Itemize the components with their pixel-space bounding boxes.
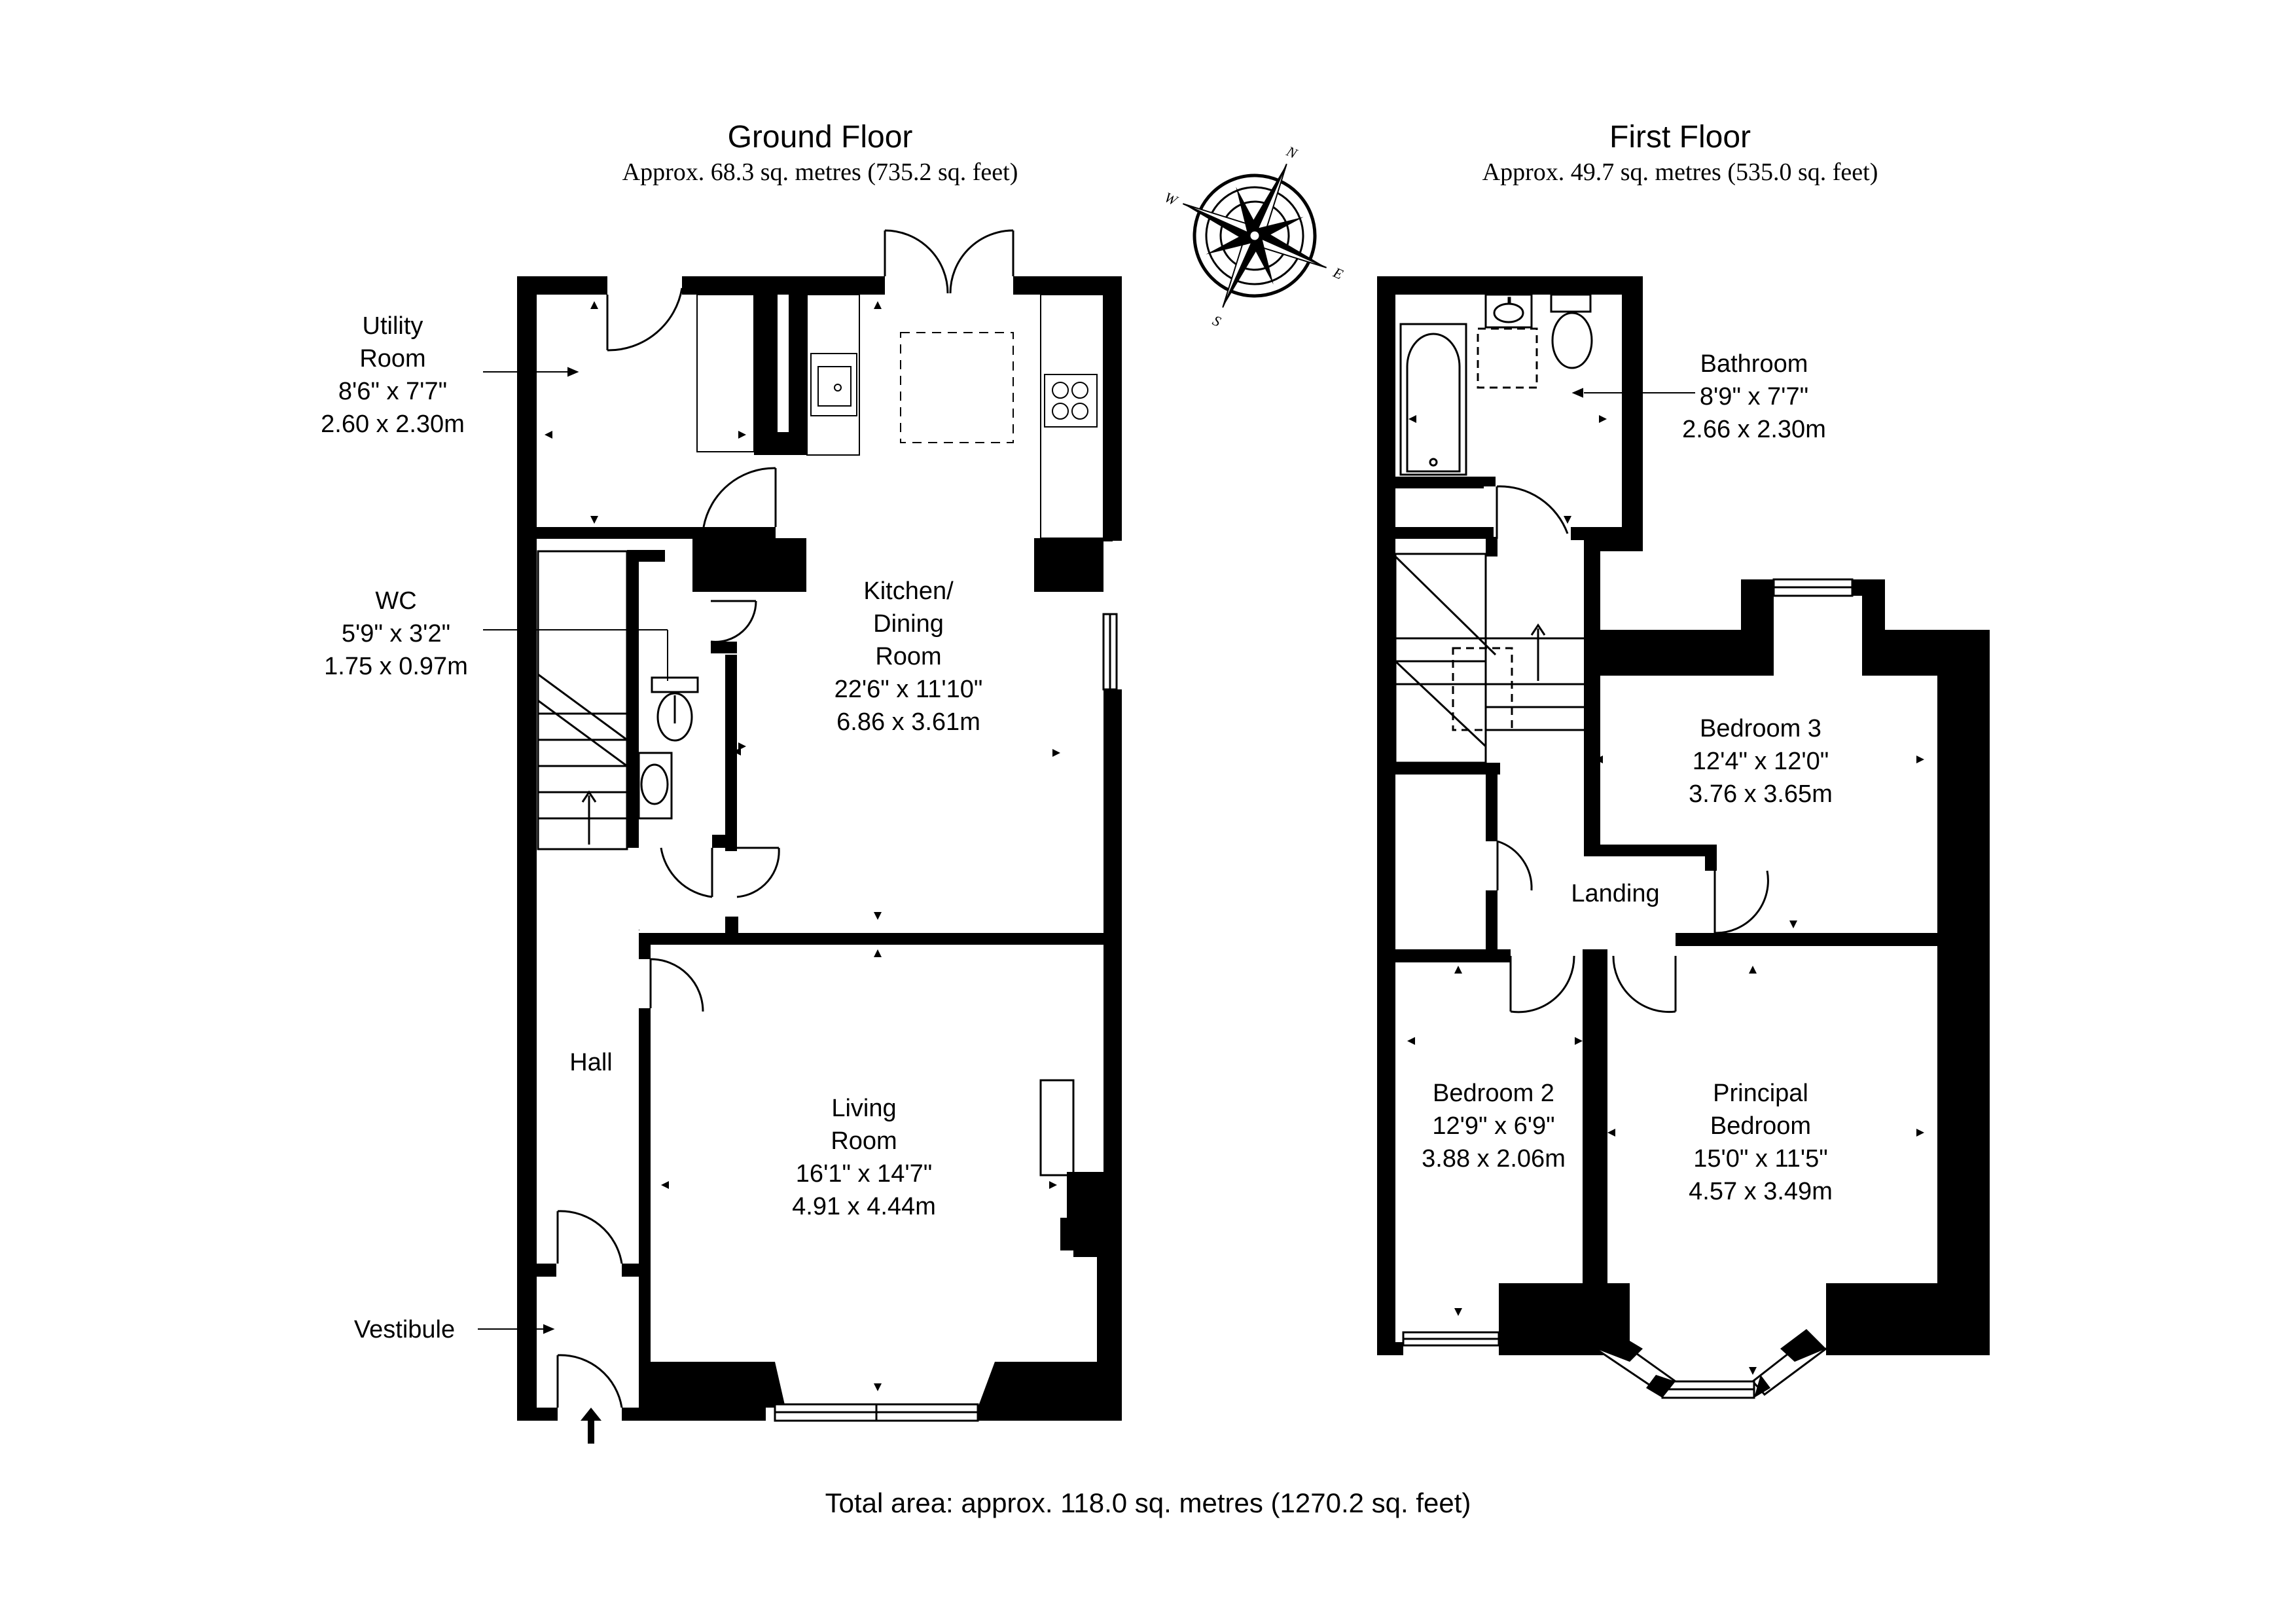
- wc-fixtures: [637, 676, 699, 820]
- total-area: Total area: approx. 118.0 sq. metres (12…: [825, 1487, 1471, 1518]
- living-name-1: Living: [831, 1095, 896, 1122]
- bay-wall-pieces: [1596, 1329, 1826, 1398]
- landing-name: Landing: [1571, 880, 1659, 907]
- kitchen-side-window: [1102, 613, 1118, 691]
- bedroom3-name: Bedroom 3: [1700, 715, 1821, 742]
- bedroom2-imperial: 12'9" x 6'9": [1432, 1112, 1554, 1140]
- ground-leader-lines: [478, 367, 668, 1334]
- ground-labels: Utility Room 8'6" x 7'7" 2.60 x 2.30m WC…: [321, 312, 982, 1343]
- bathroom-name: Bathroom: [1700, 350, 1808, 378]
- ground-floor-walls: [517, 276, 1122, 1421]
- bedroom3-imperial: 12'4" x 12'0": [1693, 748, 1829, 775]
- principal-name-2: Bedroom: [1710, 1112, 1811, 1140]
- ground-dimension-arrows: [545, 301, 1060, 1391]
- bathroom-metric: 2.66 x 2.30m: [1682, 416, 1826, 443]
- first-floor-walls: [1377, 276, 1990, 1355]
- kitchen-name-1: Kitchen/: [863, 577, 954, 605]
- living-imperial: 16'1" x 14'7": [796, 1160, 932, 1188]
- wc-metric: 1.75 x 0.97m: [324, 653, 468, 680]
- utility-kitchen-door: [702, 467, 777, 528]
- bedroom3-metric: 3.76 x 3.65m: [1689, 780, 1833, 808]
- wc-imperial: 5'9" x 3'2": [342, 620, 450, 647]
- french-doors: [884, 229, 1014, 294]
- wc-door: [660, 847, 780, 898]
- living-name-2: Room: [831, 1127, 897, 1155]
- living-bay-window: [774, 1403, 979, 1422]
- compass-rose-icon: N S E W: [1162, 143, 1346, 330]
- entrance-arrow-icon: [581, 1408, 601, 1444]
- utility-imperial: 8'6" x 7'7": [338, 378, 447, 405]
- ground-floor-title: Ground Floor: [728, 120, 913, 155]
- utility-name-2: Room: [359, 345, 425, 373]
- kitchen-name-2: Dining: [873, 610, 944, 638]
- principal-imperial: 15'0" x 11'5": [1693, 1145, 1828, 1173]
- compass-w: W: [1162, 189, 1180, 209]
- first-dimension-arrows: [1407, 415, 1924, 1375]
- first-leader-lines: [1571, 388, 1695, 398]
- first-floor-title: First Floor: [1609, 120, 1751, 155]
- first-stairs: [1394, 553, 1584, 764]
- vestibule-name: Vestibule: [354, 1316, 455, 1343]
- ground-floor-area: Approx. 68.3 sq. metres (735.2 sq. feet): [622, 158, 1018, 186]
- utility-name-1: Utility: [363, 312, 423, 340]
- compass-n: N: [1283, 143, 1300, 162]
- principal-metric: 4.57 x 3.49m: [1689, 1178, 1833, 1205]
- living-metric: 4.91 x 4.44m: [792, 1193, 936, 1220]
- wc-name: WC: [375, 587, 416, 615]
- principal-bay-window: [1402, 578, 1854, 1399]
- bedroom2-metric: 3.88 x 2.06m: [1422, 1145, 1566, 1173]
- first-floor-doors: [1496, 485, 1769, 1013]
- principal-name-1: Principal: [1713, 1080, 1808, 1107]
- bedroom2-name: Bedroom 2: [1433, 1080, 1554, 1107]
- kitchen-name-3: Room: [875, 643, 941, 670]
- compass-e: E: [1331, 264, 1346, 283]
- living-fireplace: [1039, 1079, 1075, 1176]
- hall-name: Hall: [569, 1049, 612, 1076]
- bathroom-imperial: 8'9" x 7'7": [1700, 383, 1808, 410]
- vestibule-doors: [556, 1210, 623, 1408]
- bathroom-fixtures: [1399, 293, 1593, 476]
- ground-stairs: [537, 550, 628, 850]
- utility-door: [606, 287, 683, 352]
- utility-metric: 2.60 x 2.30m: [321, 410, 465, 438]
- first-labels: Bathroom 8'9" x 7'7" 2.66 x 2.30m Bedroo…: [1422, 350, 1833, 1205]
- compass-s: S: [1210, 312, 1223, 330]
- kitchen-units: [696, 294, 1104, 539]
- first-floor-area: Approx. 49.7 sq. metres (535.0 sq. feet): [1482, 158, 1878, 186]
- living-door: [649, 958, 704, 1012]
- kitchen-imperial: 22'6" x 11'10": [834, 676, 983, 703]
- wc-upper-door: [710, 600, 757, 643]
- kitchen-metric: 6.86 x 3.61m: [836, 708, 980, 736]
